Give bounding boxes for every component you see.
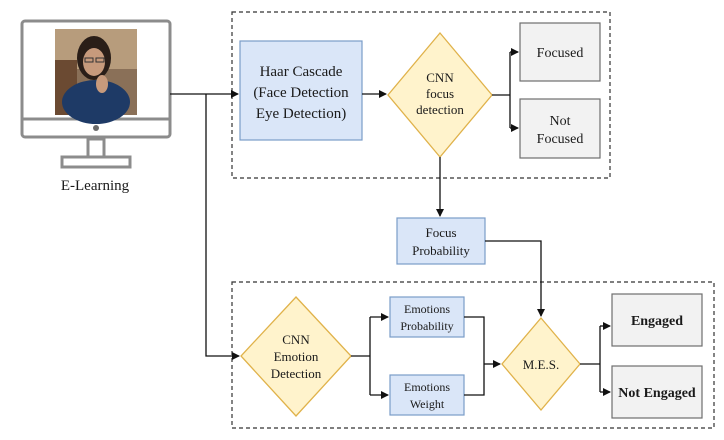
cnn-focus-line-3: detection — [416, 102, 464, 117]
arrow-monitor-to-emotion — [205, 94, 240, 360]
cnn-focus-line-1: CNN — [426, 70, 454, 85]
monitor-label: E-Learning — [61, 178, 130, 194]
cnn-emotion-line-2: Emotion — [274, 349, 319, 364]
not-focused-line-1: Not — [550, 114, 571, 129]
monitor-icon — [20, 19, 172, 169]
haar-cascade-line-3: Eye Detection) — [256, 106, 346, 122]
focus-probability-line-1: Focus — [425, 225, 456, 240]
connectors — [170, 48, 611, 399]
not-focused-box — [519, 98, 601, 159]
emotions-weight-line-1: Emotions — [404, 380, 450, 394]
emotions-probability-line-1: Emotions — [404, 302, 450, 316]
not-focused-line-2: Focused — [537, 132, 584, 147]
haar-cascade-line-2: (Face Detection — [253, 85, 349, 101]
haar-cascade-line-1: Haar Cascade — [260, 64, 343, 80]
webcam-user-image — [55, 29, 137, 124]
not-engaged-box — [611, 365, 703, 419]
emotions-probability-box — [389, 296, 465, 338]
not-engaged-label: Not Engaged — [618, 386, 696, 401]
emotions-probability-line-2: Probability — [400, 319, 453, 333]
cnn-emotion-line-3: Detection — [271, 366, 322, 381]
engaged-label: Engaged — [631, 314, 683, 329]
arrow-probability-to-mes — [485, 240, 545, 317]
cnn-focus-line-2: focus — [426, 86, 454, 101]
emotions-weight-line-2: Weight — [410, 397, 445, 411]
cnn-emotion-decision — [240, 296, 352, 417]
focused-label: Focused — [537, 46, 584, 61]
engaged-box — [611, 293, 703, 347]
mes-label: M.E.S. — [523, 357, 559, 372]
haar-cascade-box — [239, 40, 363, 141]
focus-probability-line-2: Probability — [412, 243, 470, 258]
focused-box — [519, 22, 601, 82]
line-emotions-merge — [464, 316, 485, 396]
cnn-emotion-line-1: CNN — [282, 332, 310, 347]
mes-decision — [501, 316, 581, 412]
